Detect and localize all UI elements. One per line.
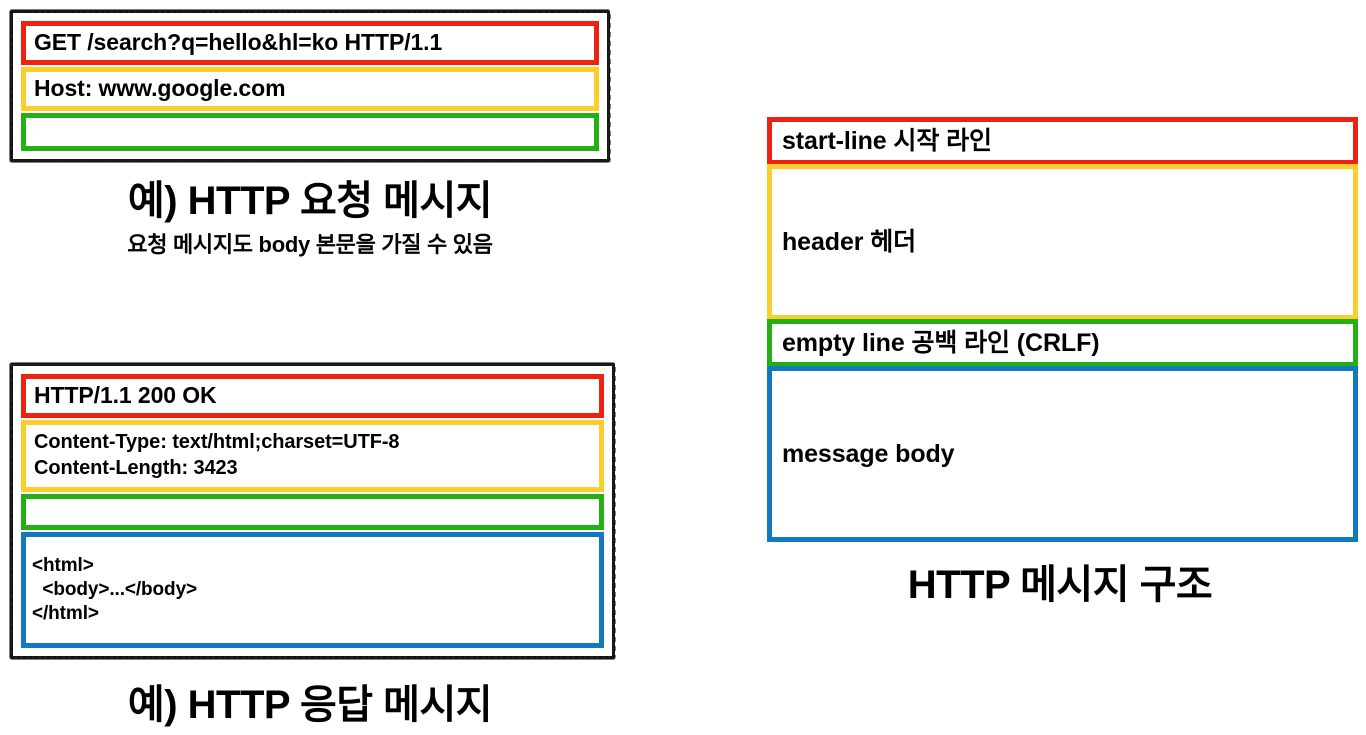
request-example-frame: GET /search?q=hello&hl=ko HTTP/1.1 Host:… xyxy=(10,10,610,162)
response-example-caption: 예) HTTP 응답 메시지 xyxy=(127,683,493,727)
structure-header-text: header 헤더 xyxy=(782,228,917,256)
response-start-line-box: HTTP/1.1 200 OK xyxy=(21,374,604,418)
request-empty-line-box xyxy=(21,113,599,151)
request-start-line-text: GET /search?q=hello&hl=ko HTTP/1.1 xyxy=(34,29,443,56)
response-header-text: Content-Type: text/html;charset=UTF-8 Co… xyxy=(34,431,400,479)
request-header-text: Host: www.google.com xyxy=(34,75,286,102)
structure-message-body-text: message body xyxy=(782,440,955,468)
structure-empty-line-text: empty line 공백 라인 (CRLF) xyxy=(782,329,1100,357)
response-message-body-text: <html> <body>...</body> </html> xyxy=(32,554,198,625)
structure-header-box: header 헤더 xyxy=(767,164,1358,320)
structure-message-body-box: message body xyxy=(767,366,1358,542)
structure-diagram-caption: HTTP 메시지 구조 xyxy=(907,563,1213,607)
structure-diagram: start-line 시작 라인 header 헤더 empty line 공백… xyxy=(765,115,1360,545)
structure-start-line-box: start-line 시작 라인 xyxy=(767,117,1358,165)
response-start-line-text: HTTP/1.1 200 OK xyxy=(34,382,217,409)
structure-start-line-text: start-line 시작 라인 xyxy=(782,127,992,155)
response-header-box: Content-Type: text/html;charset=UTF-8 Co… xyxy=(21,420,604,492)
request-header-box: Host: www.google.com xyxy=(21,67,599,111)
response-empty-line-box xyxy=(21,494,604,530)
request-example-caption: 예) HTTP 요청 메시지 xyxy=(127,179,493,223)
request-start-line-box: GET /search?q=hello&hl=ko HTTP/1.1 xyxy=(21,21,599,65)
request-example-subcaption: 요청 메시지도 body 본문을 가질 수 있음 xyxy=(127,232,493,257)
response-example-frame: HTTP/1.1 200 OK Content-Type: text/html;… xyxy=(10,363,615,659)
structure-empty-line-box: empty line 공백 라인 (CRLF) xyxy=(767,319,1358,367)
response-message-body-box: <html> <body>...</body> </html> xyxy=(21,532,604,648)
